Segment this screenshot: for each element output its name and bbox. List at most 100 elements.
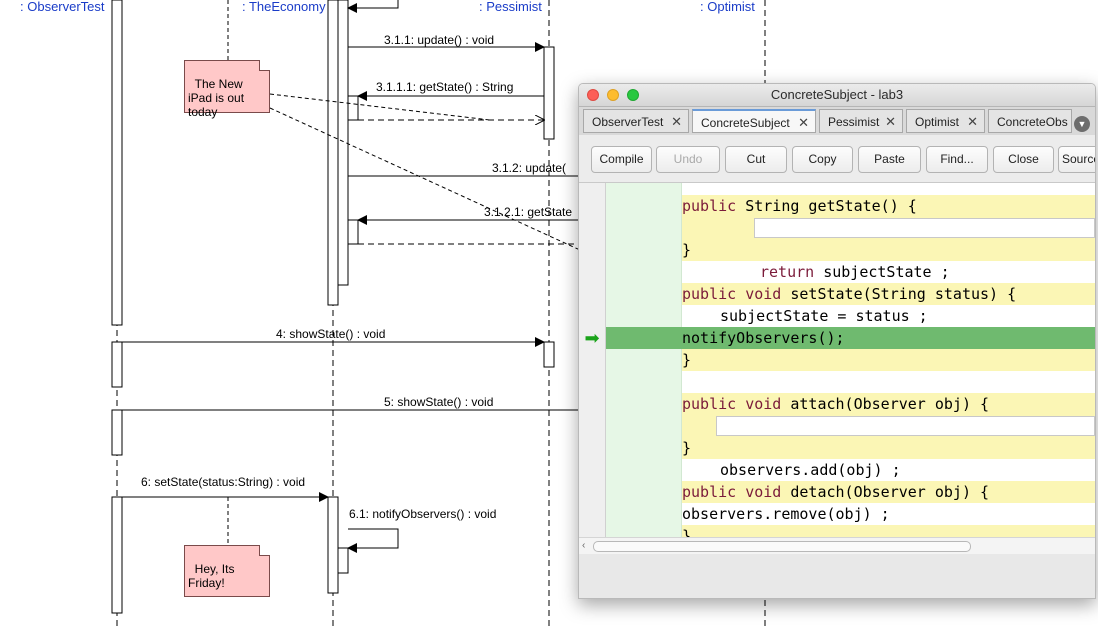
tab-label: ConcreteObs (997, 115, 1068, 129)
code-line: } (682, 239, 1095, 261)
code-text: } (682, 241, 692, 259)
note-text: The New iPad is out today (188, 77, 245, 119)
self-message-arrow (347, 0, 399, 13)
code-line: } (682, 437, 1095, 459)
code-text: subjectState ; (814, 263, 950, 281)
lifeline-header-theeconomy: : TheEconomy (242, 0, 326, 14)
code-text: observers.add(obj) ; (720, 461, 901, 479)
compile-button[interactable]: Compile (591, 146, 652, 173)
note-connector (269, 107, 581, 251)
zoom-window-button[interactable] (627, 89, 639, 101)
code-text: } (682, 351, 692, 369)
cut-button[interactable]: Cut (725, 146, 787, 173)
close-icon[interactable]: ✕ (671, 114, 682, 129)
message-label: 3.1.1: update() : void (384, 33, 494, 47)
code-line: public String getState() { (682, 195, 1095, 217)
note-fold (259, 545, 270, 556)
tab-label: ConcreteSubject (701, 116, 790, 130)
tab-label: ObserverTest (592, 115, 664, 129)
paste-button[interactable]: Paste (858, 146, 921, 173)
activation-bar (543, 341, 555, 368)
activation-bar (111, 496, 123, 614)
message-label: 3.1.2: update( (492, 161, 566, 175)
code-line-current: notifyObservers(); (682, 327, 1095, 349)
code-line: } (682, 349, 1095, 371)
note-connector (269, 93, 491, 121)
activation-bar (347, 95, 359, 121)
lifeline-header-observertest: : ObserverTest (20, 0, 105, 14)
code-line: subjectState = status ; (682, 305, 1095, 327)
status-bar (579, 554, 1095, 598)
lifeline-header-optimist: : Optimist (700, 0, 755, 14)
code-text: setState(String status) { (781, 285, 1017, 303)
window-title: ConcreteSubject - lab3 (770, 87, 904, 102)
code-text: detach(Observer obj) { (781, 483, 990, 501)
chevron-down-icon[interactable]: ▼ (1074, 116, 1090, 132)
tab-concretesubject[interactable]: ConcreteSubject ✕ (692, 109, 816, 133)
code-keyword: public void (682, 285, 782, 303)
editor-window: ConcreteSubject - lab3 ObserverTest ✕ Co… (578, 83, 1096, 599)
arrow-right-icon: ➡ (584, 328, 600, 348)
tab-bar: ObserverTest ✕ ConcreteSubject ✕ Pessimi… (579, 107, 1095, 135)
line-number-area (606, 183, 682, 537)
code-block (754, 218, 1095, 238)
code-text: attach(Observer obj) { (781, 395, 990, 413)
message-label: 6: setState(status:String) : void (141, 475, 305, 489)
title-bar[interactable]: ConcreteSubject - lab3 (579, 84, 1095, 107)
tab-label: Pessimist (828, 115, 880, 129)
code-text: String getState() { (736, 197, 917, 215)
code-keyword: return (760, 263, 815, 281)
copy-button[interactable]: Copy (792, 146, 853, 173)
source-button[interactable]: Source (1058, 146, 1095, 173)
activation-bar (111, 341, 123, 388)
message-label: 6.1: notifyObservers() : void (349, 507, 496, 521)
code-line: observers.add(obj) ; (682, 415, 1095, 479)
code-text: } (682, 439, 692, 457)
chevron-left-icon[interactable]: ‹ (582, 540, 586, 551)
code-line: public void setState(String status) { (682, 283, 1095, 305)
activation-bar (337, 547, 349, 574)
horizontal-scrollbar[interactable]: ‹ (579, 537, 1095, 554)
scrollbar-thumb[interactable] (593, 541, 971, 552)
breakpoint-gutter[interactable] (579, 183, 606, 537)
message-label: 3.1.2.1: getState (484, 205, 572, 219)
message-label: 4: showState() : void (276, 327, 385, 341)
activation-bar (111, 409, 123, 456)
tab-pessimist[interactable]: Pessimist ✕ (819, 109, 903, 133)
tab-observertest[interactable]: ObserverTest ✕ (583, 109, 689, 133)
code-text-wrapper: return subjectState ; (760, 261, 950, 283)
close-button[interactable]: Close (993, 146, 1054, 173)
code-block (716, 416, 1095, 436)
close-icon[interactable]: ✕ (798, 115, 809, 130)
current-line-highlight (606, 327, 1095, 349)
code-line: return subjectState ; (682, 217, 1095, 281)
activation-bar (327, 0, 339, 306)
close-window-button[interactable] (587, 89, 599, 101)
self-message-arrow (347, 528, 399, 553)
code-line: observers.remove(obj) ; (682, 503, 1095, 525)
message-label: 3.1.1.1: getState() : String (376, 80, 513, 94)
close-icon[interactable]: ✕ (885, 114, 896, 129)
tab-optimist[interactable]: Optimist ✕ (906, 109, 985, 133)
message-label: 5: showState() : void (384, 395, 493, 409)
code-keyword: public (682, 197, 737, 215)
activation-bar (327, 496, 339, 594)
code-text: subjectState = status ; (720, 307, 928, 325)
code-keyword: public void (682, 395, 782, 413)
code-editor[interactable]: public String getState() { return subjec… (579, 183, 1095, 537)
note-text: Hey, Its Friday! (188, 562, 235, 590)
activation-bar (337, 0, 349, 286)
close-icon[interactable]: ✕ (967, 114, 978, 129)
note-fold (259, 60, 270, 71)
code-text: } (682, 527, 692, 537)
lifeline-header-pessimist: : Pessimist (479, 0, 542, 14)
undo-button[interactable]: Undo (656, 146, 720, 173)
code-keyword: public void (682, 483, 782, 501)
diagram-note: The New iPad is out today (184, 60, 270, 119)
find-button[interactable]: Find... (926, 146, 988, 173)
code-text: observers.remove(obj) ; (682, 505, 890, 523)
tab-concreteobserver[interactable]: ConcreteObs (988, 109, 1072, 133)
minimize-window-button[interactable] (607, 89, 619, 101)
code-text: notifyObservers(); (682, 329, 845, 347)
